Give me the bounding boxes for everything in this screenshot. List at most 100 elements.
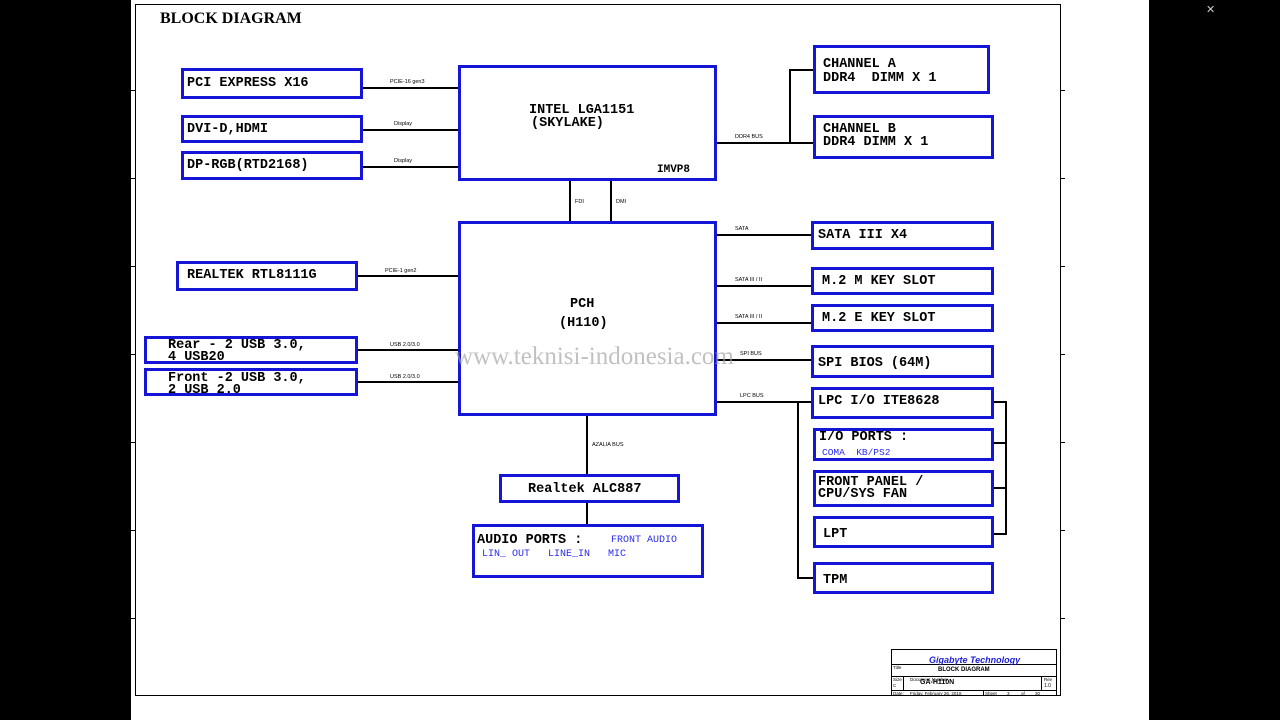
bus-label-usb-rear: USB 2.0/3.0: [390, 342, 420, 348]
cpu-block: [458, 65, 717, 181]
pch-label: PCH: [570, 297, 595, 312]
of-value: 30: [1035, 691, 1041, 696]
sheet-value: 3: [1007, 691, 1010, 696]
audio-ports-block: [472, 524, 704, 578]
close-icon[interactable]: ✕: [1206, 3, 1216, 16]
wire-fdi: [569, 180, 571, 222]
company-name: Gigabyte Technology: [929, 655, 1021, 665]
usb-rear-line2: 4 USB20: [168, 350, 225, 365]
dvi-hdmi-block: [181, 115, 363, 143]
realtek-lan-block: [176, 261, 358, 291]
tpm-block: [813, 562, 994, 594]
lpc-io-block: [811, 387, 994, 419]
lpc-io-label: LPC I/O ITE8628: [818, 394, 940, 409]
wire-sata-m2e: [716, 322, 813, 324]
tpm-label: TPM: [823, 573, 848, 588]
bus-label-display: Display: [394, 158, 413, 164]
bus-label-display: Display: [394, 121, 413, 127]
watermark-text: www.teknisi-indonesia.com: [455, 343, 734, 370]
wire-io-ports: [993, 442, 1007, 444]
rev-value: 1.0: [1044, 683, 1051, 689]
model-number: GA-H110N: [920, 679, 955, 686]
spi-bios-block: [811, 345, 994, 378]
border-tick: [131, 266, 135, 267]
document-title: BLOCK DIAGRAM: [938, 667, 990, 673]
bus-label-dmi: DMI: [616, 199, 627, 205]
channel-b-line2: DDR4 DIMM X 1: [823, 135, 929, 150]
title-block-title-label: Title: [893, 665, 902, 670]
pcie-x16-block: [181, 68, 363, 99]
border-tick: [131, 618, 135, 619]
border-tick: [131, 90, 135, 91]
of-label: of: [1021, 691, 1025, 696]
dp-rgb-label: DP-RGB(RTD2168): [187, 158, 309, 173]
m2-e-key-label: M.2 E KEY SLOT: [822, 311, 936, 326]
wire-audio-ports: [586, 501, 588, 526]
bus-label-azalia: AZALIA BUS: [592, 442, 624, 448]
wire-azalia: [586, 414, 588, 476]
sata-label: SATA III X4: [818, 228, 908, 243]
title-block: [891, 649, 1057, 696]
size-label: Size: [893, 677, 902, 682]
wire-pcie1: [357, 275, 459, 277]
wire-io-lpt: [993, 533, 1007, 535]
channel-a-line2: DDR4 DIMM X 1: [823, 71, 937, 86]
usb-front-line2: 2 USB 2.0: [168, 383, 241, 398]
wire-lpc: [716, 401, 813, 403]
usb-rear-block: [144, 336, 358, 364]
border-tick: [131, 442, 135, 443]
wire-ddr4-riser: [789, 69, 791, 144]
wire-lpc-riser: [797, 401, 799, 579]
io-ports-label: I/O PORTS :: [819, 430, 909, 445]
border-tick: [1061, 530, 1065, 531]
pch-model: (H110): [559, 316, 608, 331]
m2-e-key-block: [811, 304, 994, 332]
rev-label: Rev: [1044, 677, 1053, 682]
wire-sata: [716, 234, 813, 236]
title-block-divider: [983, 690, 984, 696]
bus-label-lpc: LPC BUS: [740, 393, 764, 399]
usb-front-line1: Front -2 USB 3.0,: [168, 371, 306, 386]
border-tick: [1061, 266, 1065, 267]
io-ports-detail: COMA KB/PS2: [822, 447, 891, 458]
sata-block: [811, 221, 994, 250]
audio-ports-front: FRONT AUDIO: [611, 535, 678, 546]
docnum-label: Document Number: [910, 677, 948, 682]
audio-codec-label: Realtek ALC887: [528, 482, 642, 497]
date-value: Friday, February 26, 2016: [910, 691, 962, 696]
border-tick: [1061, 618, 1065, 619]
bus-label-spi: SPI BUS: [740, 351, 762, 357]
bus-label-pcie1: PCIE-1 gen2: [385, 268, 417, 274]
wire-usb-front: [357, 381, 459, 383]
border-tick: [1061, 90, 1065, 91]
cpu-label: INTEL LGA1151: [529, 103, 635, 118]
cpu-codename: (SKYLAKE): [531, 116, 604, 131]
bus-label-sata-m2e: SATA III / II: [735, 314, 762, 320]
size-value: C: [893, 683, 897, 688]
front-panel-line1: FRONT PANEL /: [818, 475, 924, 490]
m2-m-key-block: [811, 267, 994, 295]
wire-pcie16: [362, 87, 459, 89]
channel-a-line1: CHANNEL A: [823, 57, 896, 72]
bus-label-usb-front: USB 2.0/3.0: [390, 374, 420, 380]
pch-block: [458, 221, 717, 416]
wire-spi: [716, 359, 813, 361]
wire-io-lpc: [993, 401, 1007, 403]
usb-rear-line1: Rear - 2 USB 3.0,: [168, 338, 306, 353]
front-panel-block: [813, 470, 994, 507]
diagram-title: BLOCK DIAGRAM: [160, 10, 302, 27]
wire-dmi: [610, 180, 612, 222]
wire-display-dp: [362, 166, 459, 168]
realtek-lan-label: REALTEK RTL8111G: [187, 268, 317, 283]
wire-display-dvi: [362, 129, 459, 131]
spi-bios-label: SPI BIOS (64M): [818, 356, 932, 371]
audio-ports-title: AUDIO PORTS :: [477, 533, 583, 548]
channel-a-block: [813, 45, 990, 94]
io-ports-block: [813, 428, 994, 461]
title-block-divider: [891, 676, 1057, 677]
audio-ports-jacks: LIN_ OUT LINE_IN MIC: [482, 549, 627, 560]
border-tick: [1061, 178, 1065, 179]
audio-codec-block: [499, 474, 680, 503]
sheet-label: Sheet: [985, 691, 997, 696]
front-panel-line2: CPU/SYS FAN: [818, 487, 908, 502]
